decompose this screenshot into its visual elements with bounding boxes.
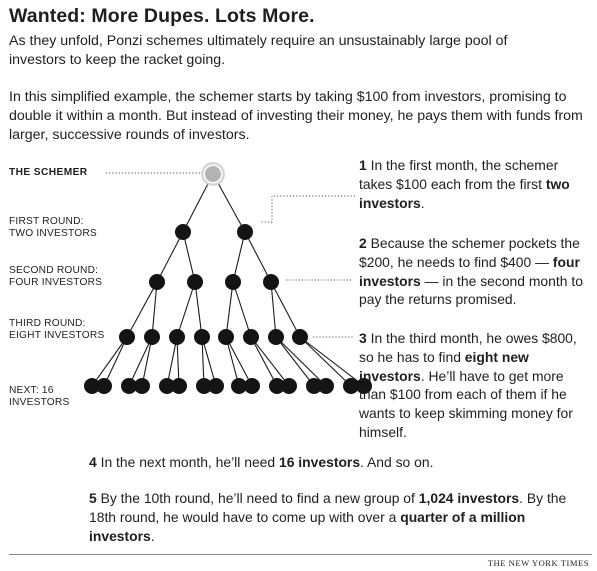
- tree-edge: [176, 336, 180, 387]
- tree-edge: [270, 281, 301, 338]
- investor-node-round-3: [268, 329, 284, 345]
- tree-edge: [299, 336, 365, 387]
- investor-node-round-4: [196, 378, 212, 394]
- investor-node-round-4: [171, 378, 187, 394]
- investor-node-round-4: [343, 378, 359, 394]
- step-5-text: 5 By the 10th round, he’ll need to find …: [89, 490, 567, 544]
- tree-edge: [156, 231, 184, 283]
- investor-node-round-4: [208, 378, 224, 394]
- tree-edge: [182, 231, 196, 283]
- investor-node-round-2: [225, 274, 241, 290]
- investor-node-round-1: [175, 224, 191, 240]
- investor-node-round-4: [281, 378, 297, 394]
- investor-node-round-4: [269, 378, 285, 394]
- investor-node-round-4: [306, 378, 322, 394]
- step-1-text: 1 In the first month, the schemer takes …: [359, 157, 570, 211]
- headline: Wanted: More Dupes. Lots More.: [9, 5, 315, 27]
- tree-edge: [275, 336, 327, 387]
- level-label-schemer: THE SCHEMER: [9, 167, 88, 178]
- tree-edge: [126, 281, 158, 338]
- tree-edge: [270, 281, 277, 338]
- investor-node-round-4: [96, 378, 112, 394]
- tree-edge: [91, 336, 128, 387]
- investor-node-round-4: [159, 378, 175, 394]
- investor-node-round-2: [263, 274, 279, 290]
- step-4-text: 4 In the next month, he’ll need 16 inves…: [89, 454, 434, 470]
- tree-edge: [232, 281, 252, 338]
- investor-node-round-3: [169, 329, 185, 345]
- level-label-round-1: FIRST ROUND:TWO INVESTORS: [9, 216, 97, 239]
- investor-node-round-3: [144, 329, 160, 345]
- tree-edge: [250, 336, 278, 387]
- callout-leader-lines: [106, 172, 355, 338]
- tree-edge: [299, 336, 352, 387]
- investor-node-round-4: [121, 378, 137, 394]
- tree-edge: [166, 336, 178, 387]
- investor-node-round-4: [244, 378, 260, 394]
- investor-node-round-4: [134, 378, 150, 394]
- schemer-node: [201, 162, 225, 186]
- intro-paragraph-1: As they unfold, Ponzi schemes ultimately…: [9, 33, 508, 68]
- tree-edge: [232, 231, 246, 283]
- investor-node-round-3: [194, 329, 210, 345]
- investor-node-round-3: [243, 329, 259, 345]
- tree-edge: [128, 336, 153, 387]
- tree-edge: [176, 281, 196, 338]
- step-3-text: 3 In the third month, he owes $800, so h…: [359, 330, 577, 440]
- tree-edge: [250, 336, 290, 387]
- investor-node-round-3: [292, 329, 308, 345]
- tree-edge: [103, 336, 128, 387]
- investor-node-round-2: [187, 274, 203, 290]
- tree-nodes: [84, 162, 372, 394]
- tree-edge: [194, 281, 203, 338]
- tree-edge: [275, 336, 315, 387]
- step-2-text: 2 Because the schemer pockets the $200, …: [359, 235, 583, 308]
- tree-edge: [225, 336, 253, 387]
- investor-node-round-1: [237, 224, 253, 240]
- tree-edge: [151, 281, 158, 338]
- tree-edge: [225, 336, 240, 387]
- tree-edge: [201, 336, 205, 387]
- footer-rule: [9, 554, 592, 555]
- investor-node-round-4: [231, 378, 247, 394]
- tree-edge: [225, 281, 234, 338]
- level-label-round-2: SECOND ROUND:FOUR INVESTORS: [9, 265, 103, 288]
- intro-paragraph-2: In this simplified example, the schemer …: [9, 89, 583, 143]
- leader-step-1: [260, 195, 355, 223]
- tree-edge: [244, 231, 272, 283]
- tree-edge: [201, 336, 217, 387]
- investor-node-round-3: [119, 329, 135, 345]
- investor-node-round-4: [84, 378, 100, 394]
- investor-node-round-4: [318, 378, 334, 394]
- investor-node-round-3: [218, 329, 234, 345]
- tree-edge: [141, 336, 153, 387]
- source-credit: THE NEW YORK TIMES: [487, 558, 589, 568]
- investor-node-round-2: [149, 274, 165, 290]
- level-label-round-3: THIRD ROUND:EIGHT INVESTORS: [9, 318, 105, 341]
- investor-node-round-4: [356, 378, 372, 394]
